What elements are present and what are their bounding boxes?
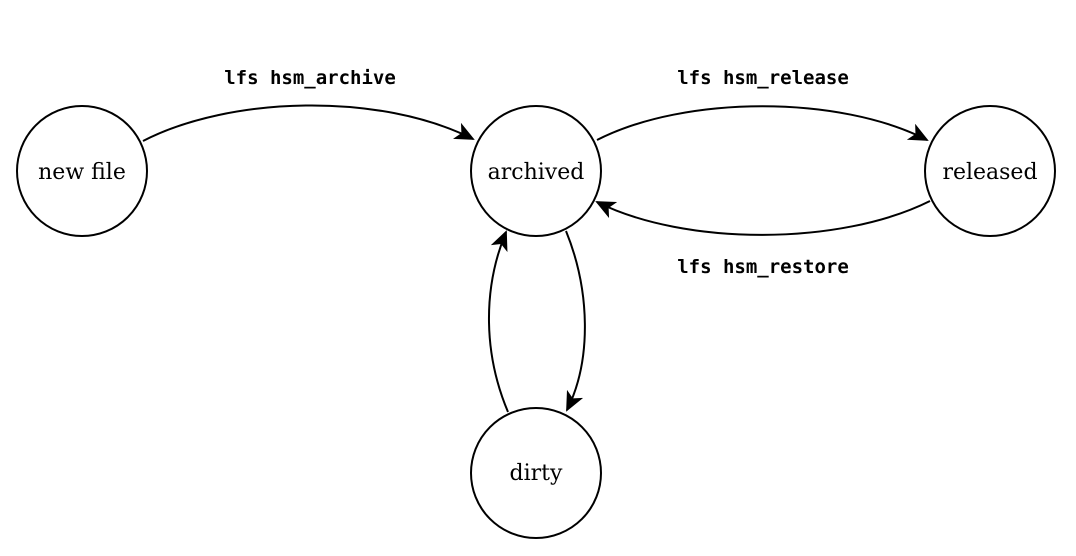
state-archived-circle — [470, 105, 602, 237]
edge-label-hsm-restore: lfs hsm_restore — [677, 256, 849, 278]
state-dirty-circle — [470, 407, 602, 539]
state-dirty: dirty — [470, 407, 602, 539]
state-released-label: released — [942, 160, 1037, 185]
state-archived: archived — [470, 105, 602, 237]
edge-dirty-to-archived-arrow — [488, 230, 509, 413]
edge-released-to-archived-arrow — [595, 200, 931, 236]
state-released-circle — [924, 105, 1056, 237]
state-new-file: new file — [16, 105, 148, 237]
edge-archived-to-dirty-arrow — [565, 230, 586, 412]
state-archived-label: archived — [488, 160, 585, 185]
edge-dirty-to-archived — [488, 230, 509, 413]
state-new-file-circle — [16, 105, 148, 237]
edge-archived-to-released: lfs hsm_release — [596, 67, 929, 141]
edge-label-hsm-release: lfs hsm_release — [677, 67, 849, 89]
state-released: released — [924, 105, 1056, 237]
edge-released-to-archived: lfs hsm_restore — [595, 200, 931, 278]
state-new-file-label: new file — [38, 160, 126, 185]
edge-archived-to-dirty — [565, 230, 586, 412]
edge-new-to-archived-arrow — [142, 104, 475, 142]
edge-label-hsm-archive: lfs hsm_archive — [224, 67, 396, 89]
edge-new-to-archived: lfs hsm_archive — [142, 67, 475, 142]
edge-archived-to-released-arrow — [596, 105, 929, 141]
state-dirty-label: dirty — [510, 461, 563, 486]
